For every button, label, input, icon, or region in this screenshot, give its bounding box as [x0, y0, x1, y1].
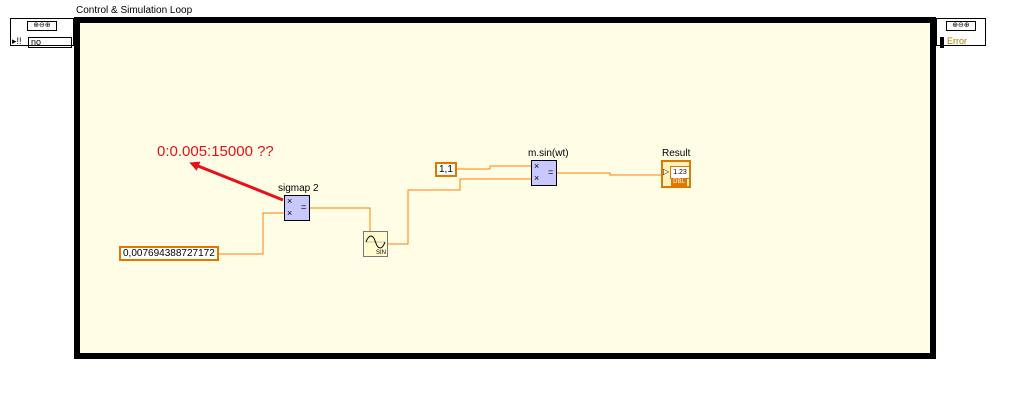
node-input-1: ×	[534, 161, 540, 171]
annotation-text: 0:0.005:15000 ??	[157, 143, 274, 160]
sine-wave-icon	[365, 235, 386, 249]
simulation-loop-frame[interactable]	[74, 17, 936, 359]
node-input-2: ×	[534, 173, 540, 183]
loop-params-icon: ⊕⊖⊕	[946, 21, 976, 31]
loop-title: Control & Simulation Loop	[76, 5, 193, 16]
annotation-arrow	[189, 161, 284, 202]
wire-msin-to-result	[557, 172, 662, 176]
wire-sine-to-msin	[388, 178, 531, 245]
amplitude-constant[interactable]: 1,1	[435, 162, 457, 177]
right-loop-terminal[interactable]: ⊕⊖⊕ Error	[936, 18, 986, 48]
terminal-marker-icon	[940, 37, 944, 48]
msin-label: m.sin(wt)	[528, 148, 569, 159]
indicator-type: DBL	[671, 179, 687, 186]
result-label: Result	[662, 148, 691, 159]
msin-multiply-node[interactable]: × × =	[531, 160, 557, 186]
indicator-value: 1.23	[670, 166, 690, 179]
sigmap-multiply-node[interactable]: × × =	[284, 195, 310, 221]
sigmap-label: sigmap 2	[278, 183, 319, 194]
node-output: =	[548, 167, 554, 177]
node-input-2: ×	[287, 208, 293, 218]
terminal-value-field[interactable]: Error	[947, 36, 967, 46]
indicator-input-arrow-icon: ▷	[663, 167, 670, 176]
node-input-1: ×	[287, 196, 293, 206]
result-indicator[interactable]: ▷ 1.23 DBL	[661, 160, 691, 188]
left-loop-terminal[interactable]: ⊕⊖⊕ ▸!! no	[10, 18, 74, 48]
sine-function-node[interactable]: SIN	[363, 231, 388, 257]
gain-constant[interactable]: 0,007694388727172	[119, 246, 219, 261]
node-output: =	[301, 202, 307, 212]
sine-node-text: SIN	[375, 250, 386, 256]
loop-params-icon: ⊕⊖⊕	[27, 21, 57, 31]
wire-amp-to-msin	[453, 165, 531, 170]
terminal-value-field[interactable]: no	[28, 37, 72, 48]
wire-gain-to-sigmap	[204, 212, 284, 255]
wire-sigmap-to-sine	[310, 207, 371, 232]
terminal-prefix: ▸!!	[12, 36, 22, 46]
